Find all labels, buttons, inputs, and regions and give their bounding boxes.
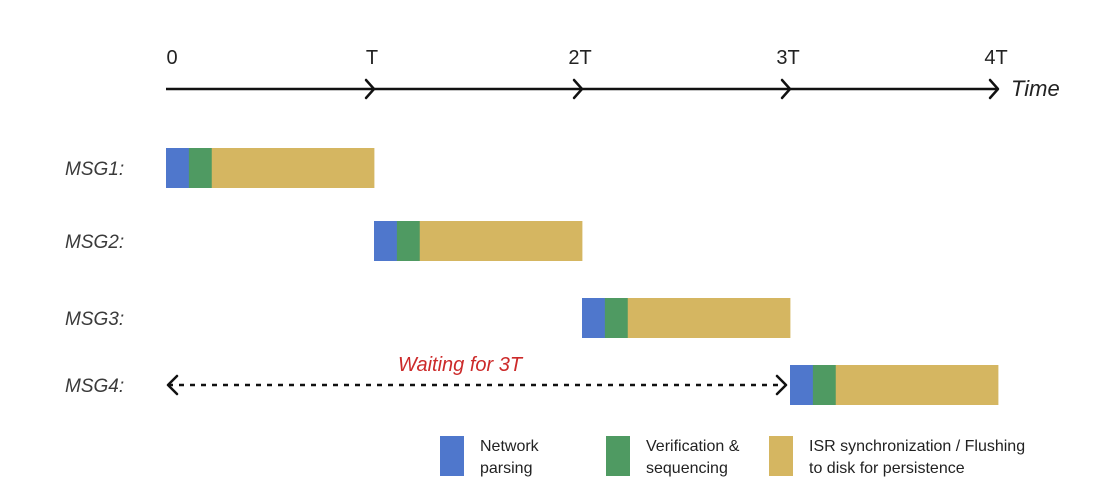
verification-segment <box>188 148 213 188</box>
wait-arrowhead-left <box>166 374 179 396</box>
message-label: MSG1: <box>65 159 124 180</box>
message-row: MSG4: <box>65 365 999 405</box>
legend-swatch <box>440 436 464 476</box>
verification-segment <box>396 221 421 261</box>
wait-arrowhead-right <box>775 374 788 396</box>
legend-item: Network parsing <box>440 436 540 477</box>
persistence-segment <box>835 365 999 405</box>
message-rows: MSG1: MSG2: MSG3: MSG4: <box>65 148 999 405</box>
verification-segment <box>812 365 837 405</box>
tick-label: T <box>366 47 378 69</box>
legend-label: Network <box>480 438 540 455</box>
tick-label: 0 <box>166 47 177 69</box>
axis-title: Time <box>1011 76 1060 101</box>
legend-label: to disk for persistence <box>809 460 965 477</box>
axis-arrowhead <box>364 78 376 100</box>
network-parsing-segment <box>790 365 814 405</box>
network-parsing-segment <box>374 221 398 261</box>
persistence-segment <box>627 298 791 338</box>
persistence-segment <box>419 221 583 261</box>
message-row: MSG2: <box>65 221 583 261</box>
legend-item: ISR synchronization / Flushing to disk fo… <box>769 436 1025 477</box>
legend-label: ISR synchronization / Flushing <box>809 438 1025 455</box>
verification-segment <box>604 298 629 338</box>
waiting-indicator: Waiting for 3T <box>166 354 788 396</box>
message-row: MSG3: <box>65 298 791 338</box>
legend-label: Verification & <box>646 438 740 455</box>
network-parsing-segment <box>582 298 606 338</box>
legend: Network parsing Verification & sequencing IS… <box>440 436 1025 477</box>
legend-label: parsing <box>480 460 532 477</box>
tick-label: 4T <box>984 47 1007 69</box>
tick-label: 3T <box>776 47 799 69</box>
legend-label: sequencing <box>646 460 728 477</box>
wait-label: Waiting for 3T <box>398 354 524 376</box>
axis-arrowhead <box>572 78 584 100</box>
legend-item: Verification & sequencing <box>606 436 740 477</box>
message-label: MSG3: <box>65 309 124 330</box>
persistence-segment <box>211 148 375 188</box>
legend-swatch <box>769 436 793 476</box>
message-label: MSG2: <box>65 232 124 253</box>
axis-arrowhead <box>988 78 1000 100</box>
legend-swatch <box>606 436 630 476</box>
axis-arrowhead <box>780 78 792 100</box>
message-row: MSG1: <box>65 148 375 188</box>
message-label: MSG4: <box>65 376 124 397</box>
network-parsing-segment <box>166 148 190 188</box>
tick-label: 2T <box>568 47 591 69</box>
